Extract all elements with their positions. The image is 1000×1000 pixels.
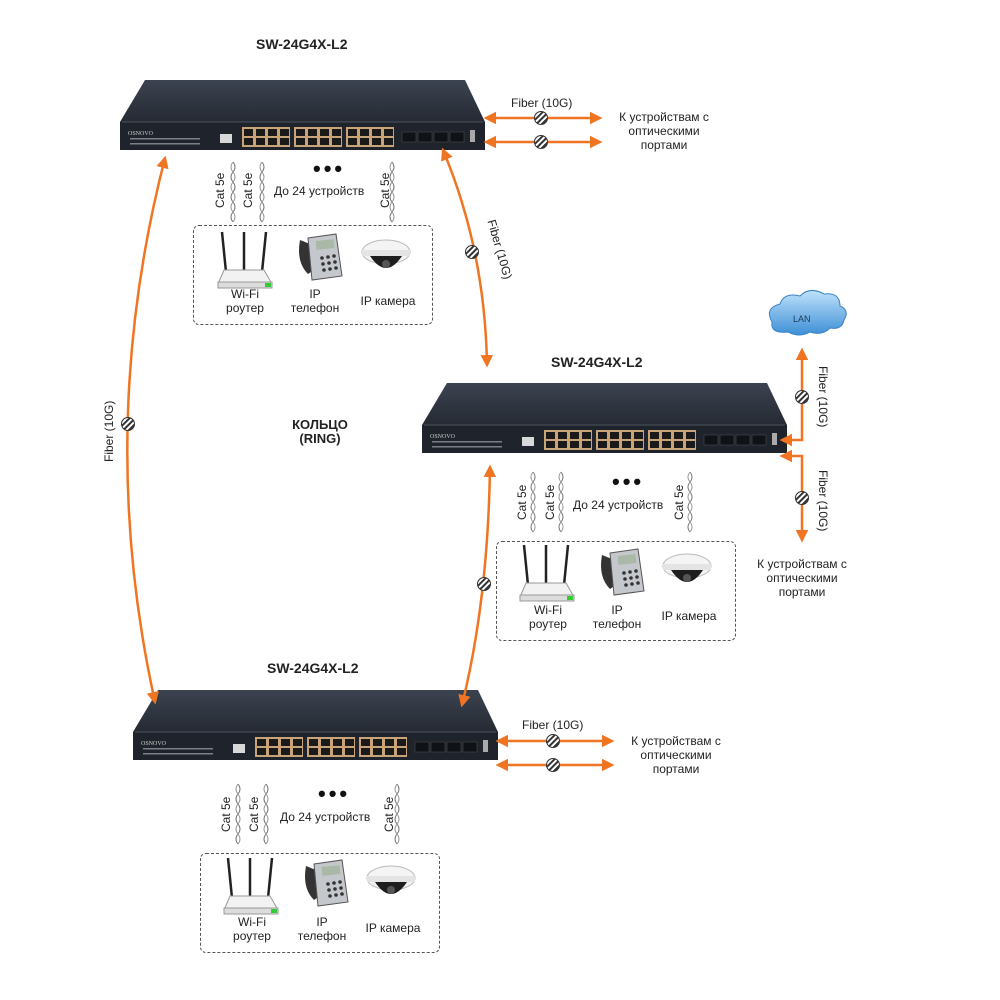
device-label-line2: телефон (297, 929, 347, 943)
optical-label-line3: портами (652, 762, 700, 776)
cable-label: Cat 5e (543, 484, 557, 520)
optical-label-line2: оптическими (628, 124, 700, 138)
lan-cloud (768, 290, 847, 336)
optical-links-top (483, 111, 603, 149)
device-label-line1: IP камера (360, 294, 416, 308)
device-label-line2: телефон (290, 301, 340, 315)
device-label-camera: IP камера (654, 609, 724, 623)
device-label-router: Wi-Fi роутер (218, 287, 272, 315)
fiber-label-middle-down: Fiber (10G) (816, 470, 830, 532)
device-label-router: Wi-Fi роутер (521, 603, 575, 631)
device-group-middle (496, 541, 736, 641)
device-label-line1: Wi-Fi (231, 287, 259, 301)
fiber-label-left: Fiber (10G) (102, 400, 116, 462)
device-label-line2: роутер (529, 617, 567, 631)
ring-link-left (121, 155, 169, 705)
optical-devices-label-bottom: К устройствам с оптическими портами (616, 734, 736, 776)
devices-count-bottom: До 24 устройств (280, 810, 371, 824)
ring-link-middle-bottom (458, 464, 497, 708)
device-label-line1: IP камера (661, 609, 717, 623)
device-label-line2: роутер (233, 929, 271, 943)
cable-label: Cat 5e (247, 796, 261, 832)
devices-count-top: До 24 устройств (274, 184, 365, 198)
device-label-line1: IP (316, 915, 328, 929)
fiber-label-top: Fiber (10G) (511, 96, 573, 110)
cable-label: Cat 5e (378, 172, 392, 208)
cable-label: Cat 5e (219, 796, 233, 832)
optical-label-line1: К устройствам с (619, 110, 709, 124)
optical-label-line1: К устройствам с (631, 734, 721, 748)
fiber-label-bottom: Fiber (10G) (522, 718, 584, 732)
ring-label: КОЛЬЦО (RING) (280, 418, 360, 446)
cable-label: Cat 5e (515, 484, 529, 520)
optical-label-line3: портами (778, 585, 826, 599)
device-label-router: Wi-Fi роутер (225, 915, 279, 943)
device-group-bottom (200, 853, 440, 953)
cable-label: Cat 5e (213, 172, 227, 208)
device-label-phone: IP телефон (592, 603, 642, 631)
cable-label: Cat 5e (241, 172, 255, 208)
device-label-phone: IP телефон (297, 915, 347, 943)
lan-uplink (779, 347, 809, 447)
switch-title-top: SW-24G4X-L2 (256, 36, 348, 52)
devices-count-middle: До 24 устройств (573, 498, 664, 512)
ellipsis-middle: ••• (612, 469, 645, 494)
optical-label-line2: оптическими (640, 748, 712, 762)
optical-links-bottom (495, 734, 615, 772)
switch-title-middle: SW-24G4X-L2 (551, 354, 643, 370)
device-label-phone: IP телефон (290, 287, 340, 315)
ellipsis-bottom: ••• (318, 781, 351, 806)
device-label-line1: IP камера (365, 921, 421, 935)
fiber-label-lan: Fiber (10G) (816, 366, 830, 428)
switch-title-bottom: SW-24G4X-L2 (267, 660, 359, 676)
device-label-line1: Wi-Fi (534, 603, 562, 617)
device-group-top (193, 225, 433, 325)
device-label-camera: IP камера (353, 294, 423, 308)
device-label-line1: IP (309, 287, 321, 301)
switch-bottom (133, 690, 498, 760)
device-label-line1: IP (611, 603, 623, 617)
device-label-line2: роутер (226, 301, 264, 315)
ring-label-en: (RING) (299, 431, 341, 446)
device-label-line1: Wi-Fi (238, 915, 266, 929)
optical-downlink-middle (779, 449, 809, 543)
optical-label-line1: К устройствам с (757, 557, 847, 571)
optical-devices-label-top: К устройствам с оптическими портами (604, 110, 724, 152)
ring-label-ru: КОЛЬЦО (292, 417, 348, 432)
optical-label-line3: портами (640, 138, 688, 152)
cable-label: Cat 5e (382, 796, 396, 832)
switch-middle (422, 383, 787, 453)
switch-top (120, 80, 485, 150)
optical-label-line2: оптическими (766, 571, 838, 585)
optical-devices-label-middle: К устройствам с оптическими портами (742, 557, 862, 599)
ring-link-top-middle (441, 147, 494, 368)
device-label-line2: телефон (592, 617, 642, 631)
cable-label: Cat 5e (672, 484, 686, 520)
lan-label: LAN (793, 314, 811, 324)
ellipsis-top: ••• (313, 156, 346, 181)
device-label-camera: IP камера (358, 921, 428, 935)
